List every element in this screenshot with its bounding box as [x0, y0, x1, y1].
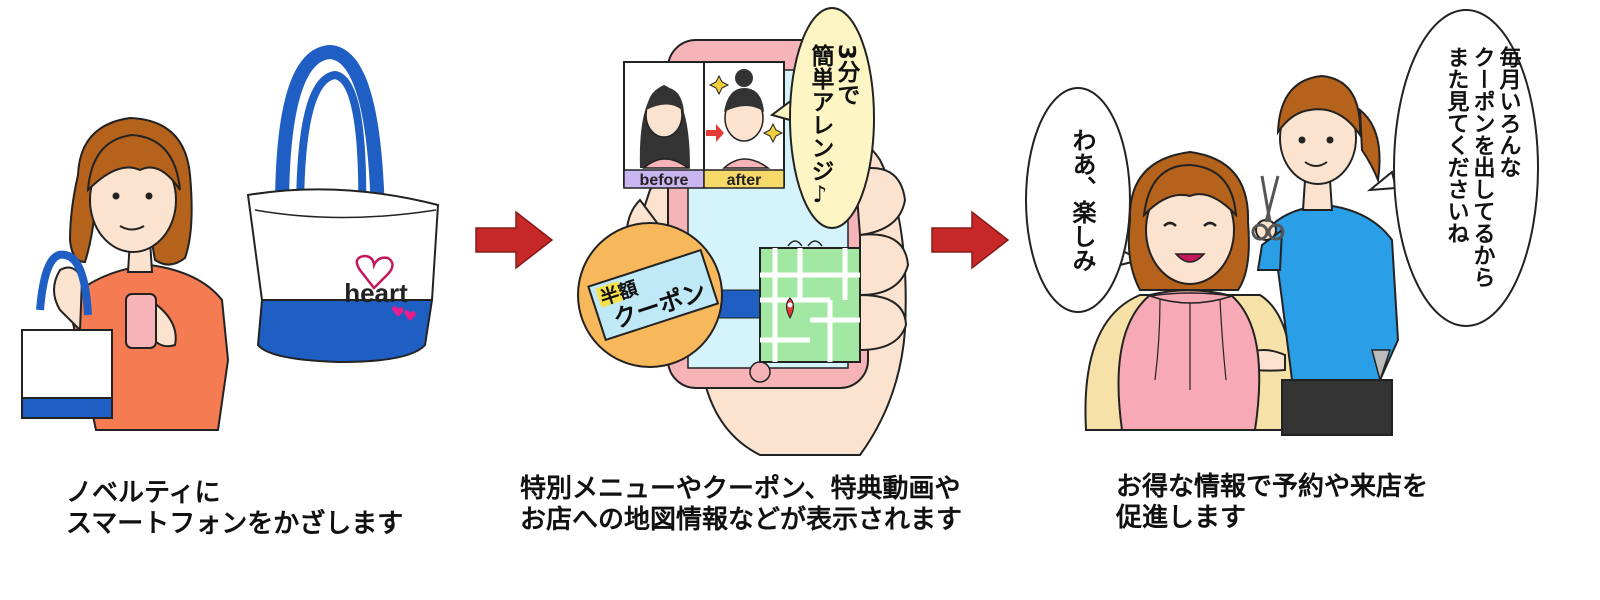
heart-logo: heart	[344, 254, 416, 321]
bag-logo-text: heart	[344, 278, 408, 308]
coupon-badge: 半額 クーポン	[577, 222, 723, 368]
arrow-right-icon	[475, 210, 554, 270]
panel-3-caption-line-1: お得な情報で予約や来店を	[1116, 472, 1429, 502]
stylist-speech-bubble: 毎月いろんな クーポンを出してるから また見てくださいね	[1366, 9, 1539, 327]
scissors-icon	[1251, 175, 1285, 241]
arrange-speech-bubble: 3分で 簡単アレンジ♪	[769, 7, 875, 229]
stylist-bubble-line-2: クーポンを出してるから	[1470, 46, 1495, 288]
panel-1-scene: heart	[21, 44, 440, 431]
panel-3-caption: お得な情報で予約や来店を 促進します	[1116, 472, 1428, 534]
panel-1-caption-line-1: ノベルティに	[66, 478, 221, 508]
before-label: before	[640, 172, 689, 189]
customer-speech-bubble: わあ、楽しみ	[1025, 87, 1143, 313]
panel-2-caption-line-1: 特別メニューやクーポン、特典動画や	[520, 474, 961, 504]
panel-1-caption-line-2: スマートフォンをかざします	[66, 509, 404, 539]
arrange-bubble-line-1: 3分で	[833, 44, 861, 106]
phone-icon	[125, 293, 157, 349]
arrow-right-icon	[931, 210, 1010, 270]
panel-3-caption-line-2: 促進します	[1116, 503, 1247, 533]
map-icon	[759, 240, 861, 363]
panel-3-scene: わあ、楽しみ 毎月いろんな クーポンを出してるから また見てくださいね	[1025, 9, 1539, 436]
stylist	[1244, 74, 1400, 436]
panel-2-scene: before after 3分で 簡単アレンジ♪ 半額 クーポン	[577, 7, 910, 456]
panel-2-caption: 特別メニューやクーポン、特典動画や お店への地図情報などが表示されます	[520, 474, 962, 536]
customer-bubble-text: わあ、楽しみ	[1068, 128, 1096, 272]
small-tote-bag-icon	[21, 250, 113, 419]
before-after-frame: before after	[623, 61, 785, 189]
panel-1-caption: ノベルティに スマートフォンをかざします	[66, 478, 403, 540]
stylist-bubble-line-1: 毎月いろんな	[1496, 46, 1523, 178]
arrange-bubble-line-2: 簡単アレンジ♪	[807, 43, 835, 208]
stylist-bubble-line-3: また見てくださいね	[1444, 46, 1470, 244]
customer	[1117, 150, 1261, 431]
after-label: after	[727, 172, 762, 189]
panel-2-caption-line-2: お店への地図情報などが表示されます	[520, 505, 963, 535]
